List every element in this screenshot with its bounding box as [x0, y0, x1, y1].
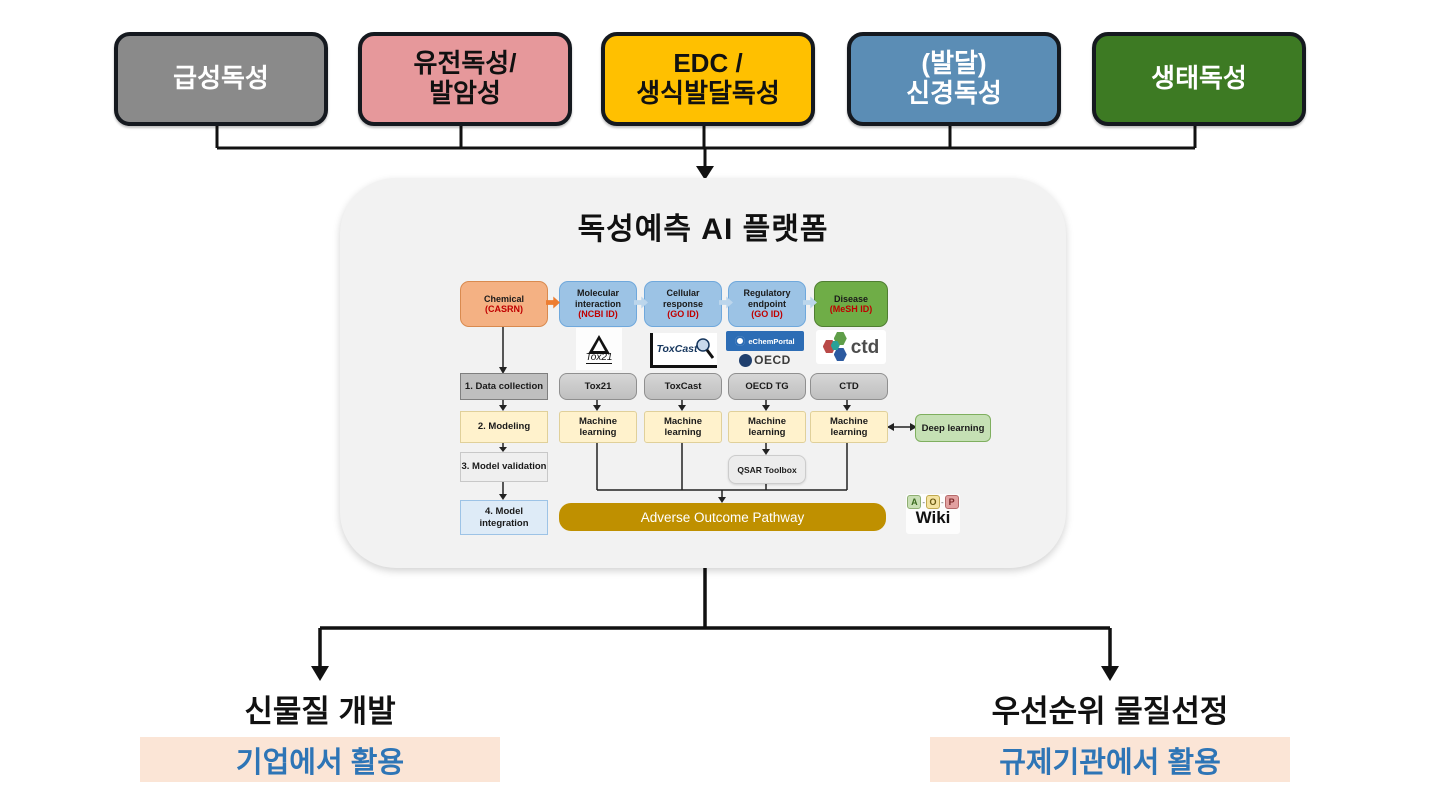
- aop-wiki-text: Wiki: [915, 508, 951, 527]
- step-data-collection: 1. Data collection: [460, 373, 548, 400]
- step-modeling: 2. Modeling: [460, 411, 548, 443]
- flow-box-title: Chemical: [483, 293, 525, 304]
- flow-arrow-icon: [719, 296, 733, 309]
- toxicity-category-genotoxicity: 유전독성/ 발암성: [358, 32, 572, 126]
- oecd-logo-icon: OECD: [739, 353, 791, 367]
- flow-box-id: (GO ID): [751, 309, 783, 320]
- aop-chips: A - O - P: [907, 495, 959, 509]
- output-usage-company: 기업에서 활용: [140, 737, 500, 782]
- flow-box-id: (NCBI ID): [578, 309, 618, 320]
- toxicity-category-acute: 급성독성: [114, 32, 328, 126]
- flow-box-chemical: Chemical (CASRN): [460, 281, 548, 327]
- flow-arrow-icon: [803, 296, 817, 309]
- chip-dash-icon: -: [941, 497, 944, 507]
- output-title-new-material: 신물질 개발: [244, 694, 396, 729]
- flow-box-title: Molecular interaction: [574, 288, 621, 309]
- machine-learning-box-1: Machine learning: [559, 411, 637, 443]
- toxicity-category-neurotoxicity: (발달) 신경독성: [847, 32, 1061, 126]
- tox21-triangle-icon: [588, 334, 610, 354]
- echemportal-logo-text: eChemPortal: [748, 336, 795, 346]
- usage-label: 기업에서 활용: [235, 746, 405, 779]
- echemportal-logo-icon: eChemPortal: [726, 331, 804, 351]
- flask-icon: [735, 336, 746, 346]
- dataset-label: OECD TG: [745, 381, 789, 392]
- left-arrowhead: [311, 666, 329, 681]
- toxcast-logo-icon: ToxCast: [650, 333, 717, 368]
- machine-learning-box-3: Machine learning: [728, 411, 806, 443]
- machine-learning-box-2: Machine learning: [644, 411, 722, 443]
- chip-dash-icon: -: [922, 497, 925, 507]
- ctd-logo-icon: ctd: [816, 330, 886, 364]
- flow-box-id: (MeSH ID): [829, 304, 873, 314]
- toxcast-logo-text: ToxCast: [656, 343, 698, 355]
- adverse-outcome-pathway-bar: Adverse Outcome Pathway: [559, 503, 886, 531]
- tox21-logo-text: Tox21: [585, 351, 613, 364]
- toxicity-category-ecotoxicity: 생태독성: [1092, 32, 1306, 126]
- output-usage-regulator: 규제기관에서 활용: [930, 737, 1290, 782]
- dataset-label: CTD: [839, 381, 859, 392]
- tox21-logo-icon: Tox21: [576, 328, 622, 370]
- category-label: 유전독성/ 발암성: [413, 48, 517, 108]
- step-model-validation: 3. Model validation: [460, 452, 548, 482]
- category-label: 생태독성: [1151, 63, 1247, 94]
- aop-wiki-logo-icon: A - O - P Wiki: [906, 494, 960, 534]
- flow-box-cellular-response: Cellular response (GO ID): [644, 281, 722, 327]
- usage-label: 규제기관에서 활용: [999, 746, 1221, 779]
- hexagon-core-icon: [830, 341, 840, 350]
- aop-chip-o: O: [926, 495, 940, 509]
- ml-label: Machine learning: [829, 415, 868, 438]
- flow-box-disease: Disease (MeSH ID): [814, 281, 888, 327]
- qsar-toolbox-box: QSAR Toolbox: [728, 455, 806, 484]
- deep-learning-label: Deep learning: [921, 422, 985, 434]
- category-label: 급성독성: [173, 63, 269, 94]
- platform-title: 독성예측 AI 플랫폼: [577, 213, 829, 246]
- right-arrowhead: [1101, 666, 1119, 681]
- step-label: 1. Data collection: [464, 380, 544, 392]
- machine-learning-box-4: Machine learning: [810, 411, 888, 443]
- aop-chip-a: A: [907, 495, 922, 509]
- dataset-box-ctd: CTD: [810, 373, 888, 400]
- output-title-priority-substance: 우선순위 물질선정: [991, 694, 1229, 729]
- hexagon-blue-icon: [833, 348, 847, 361]
- toxicity-category-edc: EDC / 생식발달독성: [601, 32, 815, 126]
- bottom-split-lines: [318, 568, 1112, 668]
- flow-box-regulatory-endpoint: Regulatory endpoint (GO ID): [728, 281, 806, 327]
- dataset-label: Tox21: [584, 381, 612, 392]
- dataset-label: ToxCast: [664, 381, 702, 392]
- flow-box-id: (GO ID): [667, 309, 699, 320]
- flow-box-title: Cellular response: [662, 288, 704, 309]
- category-label: EDC / 생식발달독성: [636, 48, 780, 108]
- flow-box-title: Regulatory endpoint: [743, 288, 791, 309]
- qsar-label: QSAR Toolbox: [737, 464, 797, 475]
- flow-box-molecular-interaction: Molecular interaction (NCBI ID): [559, 281, 637, 327]
- deep-learning-box: Deep learning: [915, 414, 991, 442]
- aop-chip-p: P: [944, 495, 959, 509]
- category-label: (발달) 신경독성: [906, 48, 1002, 108]
- step-model-integration: 4. Model integration: [460, 500, 548, 535]
- magnifier-icon: [695, 338, 714, 359]
- flow-arrow-icon: [634, 296, 648, 309]
- step-label: 4. Model integration: [479, 506, 529, 529]
- step-label: 2. Modeling: [477, 421, 531, 433]
- flow-box-id: (CASRN): [485, 304, 523, 314]
- step-label: 3. Model validation: [461, 461, 547, 473]
- ai-platform-panel: 독성예측 AI 플랫폼: [340, 178, 1066, 568]
- ml-label: Machine learning: [663, 415, 702, 438]
- aop-label: Adverse Outcome Pathway: [640, 509, 805, 525]
- dataset-box-oecd-tg: OECD TG: [728, 373, 806, 400]
- flow-arrow-icon: [546, 296, 560, 309]
- ml-label: Machine learning: [578, 415, 617, 438]
- oecd-logo-text: OECD: [754, 353, 791, 367]
- globe-icon: [739, 353, 753, 367]
- ctd-logo-text: ctd: [850, 336, 880, 358]
- echemportal-oecd-logo: eChemPortal OECD: [726, 327, 804, 371]
- hexagon-cluster-icon: [822, 332, 849, 362]
- dataset-box-toxcast: ToxCast: [644, 373, 722, 400]
- flow-box-title: Disease: [833, 293, 869, 304]
- dataset-box-tox21: Tox21: [559, 373, 637, 400]
- ml-label: Machine learning: [747, 415, 786, 438]
